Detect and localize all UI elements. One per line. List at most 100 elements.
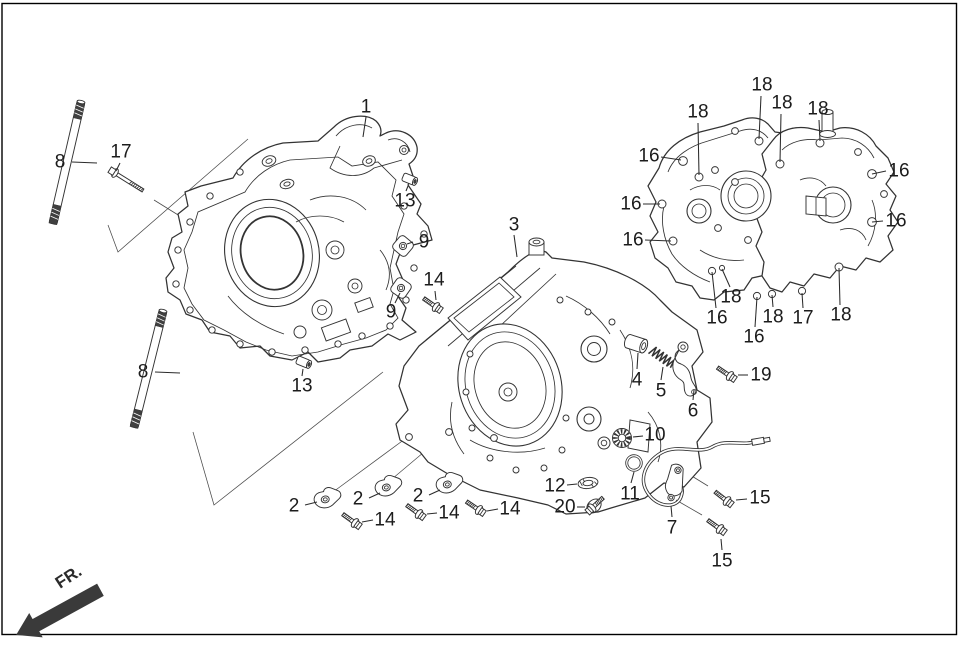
part-18-leader <box>818 119 821 142</box>
part-label-16: 16 <box>638 146 659 167</box>
part-label-14: 14 <box>438 503 460 524</box>
deck-stud-boss <box>528 237 545 256</box>
right-crankcase-pair <box>647 109 899 301</box>
part-11-leader <box>630 471 635 484</box>
part-label-15: 15 <box>749 488 770 509</box>
drain-bolt-20 <box>583 493 608 517</box>
dowel-13b <box>295 355 313 369</box>
part-label-6: 6 <box>688 401 699 422</box>
bolt-14a <box>420 293 445 316</box>
part-label-18: 18 <box>807 99 828 120</box>
fr-direction-arrow: FR. <box>16 562 104 638</box>
part-14-leader <box>486 508 499 512</box>
clamp-2c <box>435 471 464 494</box>
part-label-14: 14 <box>374 510 396 531</box>
part-4-leader <box>636 352 639 370</box>
part-label-16: 16 <box>622 230 643 251</box>
part-5-leader <box>660 366 664 381</box>
stud-bolt-8a <box>48 99 86 226</box>
part-label-18: 18 <box>720 287 741 308</box>
cable-guide-bracket <box>664 463 684 502</box>
part-label-3: 3 <box>509 215 520 236</box>
clamp-2a <box>313 487 342 509</box>
part-12-leader <box>566 483 578 486</box>
bolt-14b <box>339 509 364 532</box>
left-crankcase-half <box>165 115 433 363</box>
part-label-13: 13 <box>291 376 312 397</box>
bolt-19 <box>714 362 739 385</box>
projection-line-3 <box>192 371 384 506</box>
part-label-2: 2 <box>289 496 300 517</box>
part-15-leader <box>735 498 748 501</box>
part-3-leader <box>513 234 518 258</box>
part-18-leader <box>721 268 731 288</box>
part-label-8: 8 <box>55 152 66 173</box>
gasket-bolt-holes <box>172 168 428 356</box>
part-15-leader <box>720 538 723 551</box>
part-9-leader <box>394 292 401 304</box>
collar-4 <box>624 334 649 354</box>
bolt-15a <box>711 487 736 510</box>
part-label-19: 19 <box>750 365 771 386</box>
part-label-2: 2 <box>353 489 364 510</box>
part-label-4: 4 <box>632 370 643 391</box>
part-7-leader <box>670 505 673 518</box>
washer-12 <box>577 476 599 490</box>
part-2-leader <box>368 492 381 499</box>
part-2-leader <box>428 489 441 496</box>
part-8-leader <box>154 371 181 374</box>
bolt-14d <box>463 496 488 519</box>
part-10-leader <box>632 435 644 438</box>
part-label-18: 18 <box>771 93 792 114</box>
part-13-leader <box>405 185 409 192</box>
grommet-9b <box>390 277 412 299</box>
part-label-17: 17 <box>110 142 131 163</box>
part-label-14: 14 <box>499 499 521 520</box>
oil-fitting <box>819 109 836 138</box>
cable-7 <box>641 436 771 507</box>
part-14-leader <box>426 512 438 515</box>
projection-line-4 <box>332 435 410 493</box>
part-label-14: 14 <box>423 270 445 291</box>
part-16-leader <box>711 271 717 309</box>
case-bolt-holes <box>657 127 888 301</box>
part-label-9: 9 <box>386 302 397 323</box>
part-18-leader <box>697 122 700 176</box>
diagram-border <box>1 2 958 636</box>
part-label-20: 20 <box>554 497 575 518</box>
part-label-7: 7 <box>667 518 678 539</box>
part-label-16: 16 <box>885 211 906 232</box>
part-17-leader <box>115 162 121 172</box>
part-16-leader <box>871 170 887 175</box>
part-label-17: 17 <box>792 308 813 329</box>
part-8-leader <box>71 161 98 164</box>
part-label-10: 10 <box>644 425 665 446</box>
stud-bolt-8b <box>129 308 168 429</box>
projection-line-1 <box>107 138 249 253</box>
part-9-leader <box>406 241 414 245</box>
part-18-leader <box>758 95 762 140</box>
center-crankcase <box>395 237 713 515</box>
part-label-13: 13 <box>394 191 415 212</box>
bolt-15b <box>704 515 729 538</box>
part-label-18: 18 <box>762 307 783 328</box>
main-bearing-bore <box>224 198 320 308</box>
spring-5 <box>648 346 676 369</box>
lever-6 <box>672 341 697 397</box>
part-13-leader <box>301 368 304 377</box>
part-label-5: 5 <box>656 381 667 402</box>
part-label-11: 11 <box>620 484 640 505</box>
part-label-16: 16 <box>706 308 727 329</box>
part-label-1: 1 <box>361 97 372 118</box>
bolt-17a <box>106 165 147 196</box>
part-16-leader <box>660 156 682 161</box>
part-label-18: 18 <box>830 305 851 326</box>
part-18-leader <box>771 294 774 308</box>
part-16-leader <box>644 239 672 242</box>
bearing-10 <box>612 428 632 448</box>
part-label-16: 16 <box>888 161 909 182</box>
fr-label: FR. <box>52 562 85 593</box>
part-16-leader <box>871 220 884 223</box>
